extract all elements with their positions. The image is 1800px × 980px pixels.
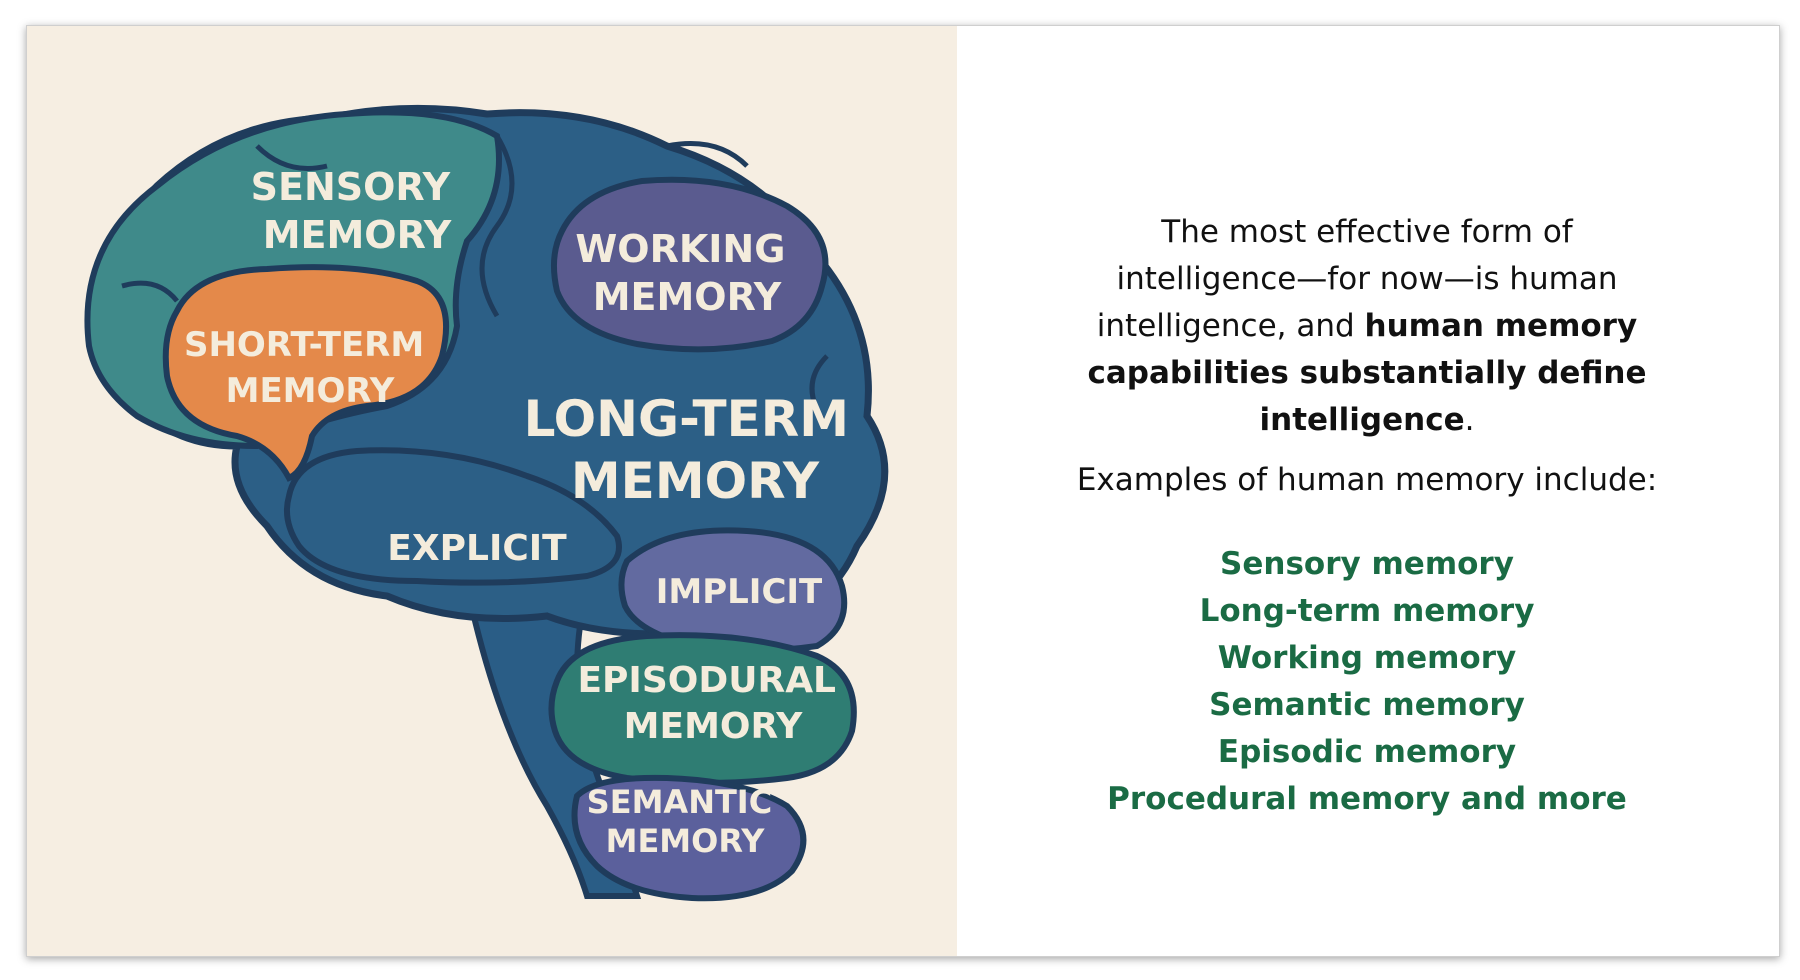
short-term-memory-label: SHORT-TERM MEMORY [184,325,436,411]
brain-fold [255,144,328,171]
explicit-label: EXPLICIT [387,528,567,569]
text-panel: The most effective form of intelligence—… [957,26,1779,956]
list-item: Sensory memory [1220,546,1514,582]
list-item: Procedural memory and more [1107,781,1627,817]
implicit-label: IMPLICIT [656,572,823,612]
brain-fold [121,280,179,303]
list-item: Working memory [1217,640,1517,676]
brain-fold [666,141,749,168]
semantic-memory-label: SEMANTIC MEMORY [587,783,784,860]
short-term-memory-region [162,264,450,482]
explicit-memory-region [284,447,622,586]
examples-heading: Examples of human memory include: [1076,462,1658,498]
sensory-memory-label: SENSORY MEMORY [251,165,464,257]
episodural-memory-region [548,632,857,786]
list-item: Semantic memory [1209,687,1525,723]
intro-text-part-1: The most effective form of intelligence—… [1096,214,1618,344]
intro-text-part-2: . [1464,402,1475,438]
intro-text-bold: human memory capabilities substantially … [1087,308,1647,438]
list-item: Long-term memory [1199,593,1535,629]
brain-diagram-panel: SENSORY MEMORY SHORT-TERM MEMORY WORKING… [27,26,957,956]
brain-fold [809,354,830,428]
implicit-memory-region [618,527,848,654]
slide-frame: SENSORY MEMORY SHORT-TERM MEMORY WORKING… [26,25,1780,957]
working-memory-label: WORKING MEMORY [575,227,798,319]
examples-list: Sensory memory Long-term memory Working … [1017,541,1717,823]
list-item: Episodic memory [1217,734,1517,770]
long-term-memory-label: LONG-TERM MEMORY [524,390,867,510]
intro-paragraph: The most effective form of intelligence—… [1067,209,1667,444]
working-memory-region [550,176,829,353]
episodural-memory-label: EPISODURAL MEMORY [577,660,848,747]
brain-fold [479,134,515,318]
semantic-memory-region [571,774,807,902]
brain-diagram: SENSORY MEMORY SHORT-TERM MEMORY WORKING… [84,104,889,902]
